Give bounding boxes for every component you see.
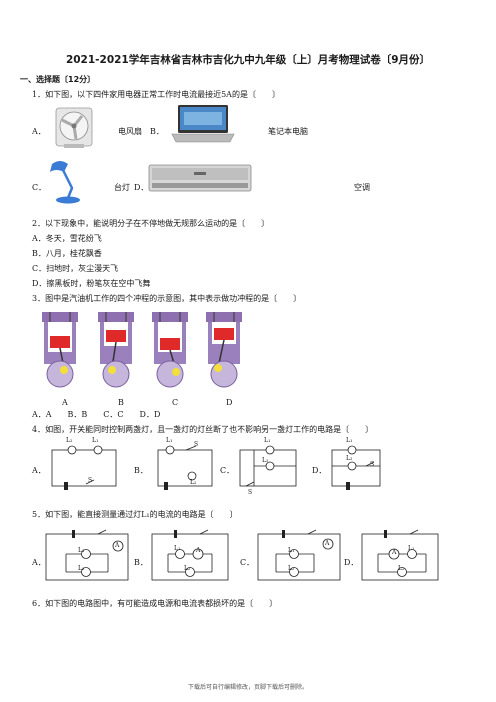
q5b-l1-label: L₁ [174, 545, 181, 552]
q5b-l2-label: L₂ [184, 565, 191, 572]
q1-option-c: C． [32, 183, 47, 192]
q4d-switch-label: S [370, 461, 375, 468]
engine-label-d: D [226, 398, 233, 407]
q5-option-a: A． [32, 558, 46, 567]
q2-option-c: C．扫地时，灰尘漫天飞 [32, 264, 119, 273]
q5-circuit-d [361, 529, 439, 581]
engine-diagrams [42, 312, 242, 388]
engine-label-c: C [172, 398, 179, 407]
q2-stem: 2．以下现象中，能说明分子在不停地做无规那么运动的是〔 〕 [32, 219, 270, 228]
q2-option-b: B．八月，桂花飘香 [32, 249, 102, 258]
section-heading: 一、选择题〔12分〕 [20, 75, 96, 84]
q5-circuit-c [257, 529, 341, 581]
q5-option-d: D． [344, 558, 359, 567]
q1-stem: 1．如下图，以下四件家用电器正常工作时电流最接近5A的是〔 〕 [32, 90, 280, 99]
q5-stem: 5．如下图，能直接测量通过灯L₁的电流的电路是〔 〕 [32, 510, 238, 519]
q5-option-c: C． [240, 558, 255, 567]
q4c-switch-label: S [248, 489, 253, 496]
q5-circuit-b [151, 529, 229, 581]
q5a-l2-label: L₂ [78, 565, 85, 572]
q4a-l2-label: L₂ [66, 437, 73, 444]
q4a-switch-label: S [88, 477, 93, 484]
q2-option-d: D．擦黑板时，粉笔灰在空中飞舞 [32, 279, 151, 288]
q5-option-b: B． [134, 558, 148, 567]
q4-circuit-a [51, 445, 117, 490]
q1-option-b: B． [150, 127, 164, 136]
q4-option-b: B． [134, 466, 148, 475]
q4d-l2-label: L₂ [346, 455, 353, 462]
desk-lamp-image [50, 161, 80, 204]
q4b-switch-label: S [194, 441, 199, 448]
q3-answer-options: A．A B．B C．C D．D [32, 410, 161, 419]
q4-option-a: A． [32, 466, 46, 475]
q6-stem: 6．如下图的电路图中，有可能造成电源和电流表都损坏的是〔 〕 [32, 599, 278, 608]
q4-option-d: D． [312, 466, 327, 475]
q5-circuit-a [45, 529, 129, 581]
q4-circuit-d [331, 445, 381, 490]
fan-image [55, 107, 93, 148]
q1-option-d: D． [134, 183, 149, 192]
q1-label-b: 笔记本电脑 [268, 127, 308, 136]
q5a-l1-label: L₁ [78, 547, 85, 554]
q4a-l1-label: L₁ [92, 437, 99, 444]
q4c-l2-label: L₂ [262, 457, 269, 464]
q5c-l2-label: L₂ [288, 565, 295, 572]
air-conditioner-image [148, 164, 252, 192]
engine-d-diagram [206, 312, 242, 388]
q5a-ammeter-label: A [115, 542, 120, 549]
engine-a-diagram [42, 312, 78, 388]
q4-stem: 4．如图，开关能同时控制两盏灯，且一盏灯的灯丝断了也不影响另一盏灯工作的电路是〔… [32, 425, 374, 434]
q5c-l1-label: L₁ [288, 547, 295, 554]
page-footer: 下载后可自行编辑修改，页脚下载后可删除。 [187, 684, 308, 691]
q5d-l2-label: L₂ [398, 565, 405, 572]
q4-circuit-b [157, 445, 213, 490]
q4-circuit-c [239, 445, 297, 487]
q5b-ammeter-label: A [196, 547, 201, 554]
q5c-ammeter-label: A [325, 540, 330, 547]
engine-b-diagram [98, 312, 134, 388]
q1-label-d: 空调 [354, 183, 370, 192]
page-title: 2021-2021学年吉林省吉林市吉化九中九年级〔上〕月考物理试卷〔9月份〕 [65, 54, 431, 66]
q4b-l2-label: L₂ [190, 479, 197, 486]
q5d-l1-label: L₁ [408, 545, 415, 552]
q1-option-a: A． [32, 127, 46, 136]
engine-c-diagram [152, 312, 188, 388]
q3-stem: 3．图中是汽油机工作的四个冲程的示意图，其中表示做功冲程的是〔 〕 [32, 294, 302, 303]
q1-label-c: 台灯 [114, 183, 130, 192]
q2-option-a: A．冬天，雪花纷飞 [32, 234, 102, 243]
q4d-l1-label: L₁ [346, 437, 353, 444]
engine-label-a: A [62, 398, 68, 407]
q4b-l1-label: L₁ [166, 437, 173, 444]
engine-label-b: B [118, 398, 124, 407]
laptop-image [171, 105, 235, 143]
q4c-l1-label: L₁ [264, 437, 271, 444]
q4-option-c: C． [220, 466, 235, 475]
q5d-ammeter-label: A [392, 549, 397, 556]
q1-label-a: 电风扇 [118, 127, 142, 136]
